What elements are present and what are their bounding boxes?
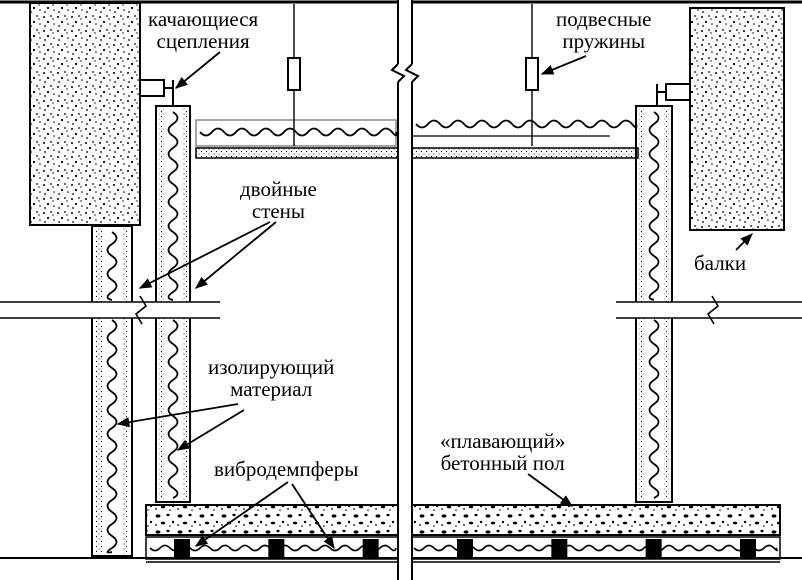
label-swing-couplings-line2: сцепления — [156, 29, 250, 53]
label-insulating-material-line1: изолирующий — [208, 355, 335, 379]
label-swing-couplings-line1: качающиеся — [148, 7, 259, 31]
swing-coupling-left — [139, 79, 174, 106]
label-double-walls-line1: двойные — [240, 177, 317, 201]
left-outer-wall — [91, 225, 133, 557]
vibration-damper — [457, 539, 473, 557]
right-beam-block — [689, 7, 785, 231]
label-beams: балки — [694, 251, 747, 275]
label-floating-floor-line2: бетонный пол — [440, 451, 565, 475]
suspension-spring-left — [287, 4, 301, 146]
label-suspension-springs: подвесные пружины — [556, 8, 651, 52]
swing-coupling-right — [656, 83, 691, 106]
center-break-lines — [390, 0, 420, 580]
label-suspension-springs-line1: подвесные — [556, 7, 652, 31]
room-ceiling — [195, 119, 639, 159]
vibration-damper — [551, 539, 568, 557]
vibration-damper — [362, 539, 379, 557]
vibration-damper — [740, 539, 756, 557]
label-double-walls: двойные стены — [240, 178, 317, 222]
vibration-dampers — [174, 539, 756, 557]
vibration-damper — [268, 539, 285, 557]
label-suspension-springs-line2: пружины — [562, 29, 646, 53]
label-double-walls-line2: стены — [251, 199, 306, 223]
label-insulating-material: изолирующий материал — [208, 356, 334, 400]
floating-concrete-floor — [145, 504, 781, 536]
building-floor-slab — [0, 557, 802, 563]
label-insulating-material-line2: материал — [230, 377, 313, 401]
left-beam-block — [29, 2, 141, 226]
suspension-spring-right — [525, 4, 539, 146]
vibration-damper — [174, 539, 190, 557]
leader-arrows — [116, 51, 753, 550]
vibration-damper — [645, 539, 662, 557]
label-floating-floor: «плавающий» бетонный пол — [440, 430, 565, 474]
wall-break-marks — [0, 295, 802, 325]
label-swing-couplings: качающиеся сцепления — [148, 8, 258, 52]
label-floating-floor-line1: «плавающий» — [440, 429, 566, 453]
label-vibration-dampers: вибродемпферы — [214, 457, 359, 481]
